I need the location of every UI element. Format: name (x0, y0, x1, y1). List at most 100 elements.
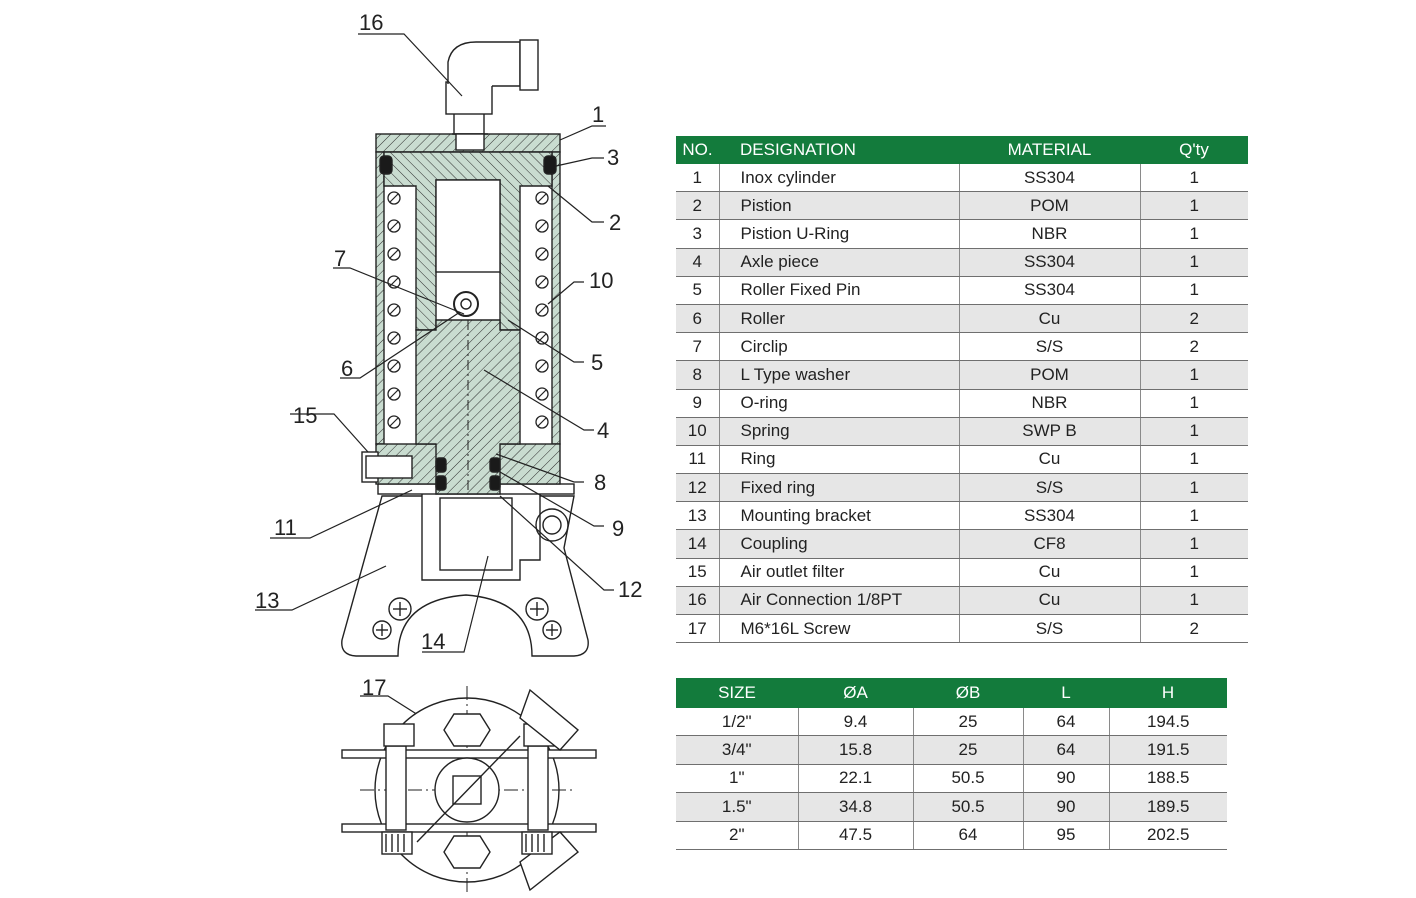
part-no: 7 (676, 332, 719, 362)
part-no: 5 (676, 276, 719, 305)
hex-nut-bottom (443, 835, 491, 869)
part-material: Cu (958, 558, 1140, 587)
part-qty: 1 (1139, 164, 1248, 193)
part-qty: 1 (1139, 586, 1248, 616)
part-qty: 1 (1139, 360, 1248, 390)
part-no: 1 (676, 164, 719, 193)
part-material: POM (958, 360, 1140, 390)
size-cell-dia-b: 50.5 (912, 792, 1023, 822)
part-designation: L Type washer (718, 360, 959, 390)
part-no: 9 (676, 389, 719, 418)
part-qty: 2 (1139, 332, 1248, 362)
size-cell-l: 90 (1022, 792, 1109, 822)
part-qty: 1 (1139, 445, 1248, 475)
u-ring-left (379, 155, 393, 175)
size-cell-size: 2" (676, 821, 798, 850)
part-no: 17 (676, 614, 719, 644)
part-material: SS304 (958, 501, 1140, 531)
part-no: 3 (676, 219, 719, 249)
header-material: MATERIAL (959, 136, 1140, 164)
callout-17: 17 (362, 675, 386, 700)
size-cell-h: 191.5 (1108, 735, 1227, 765)
part-qty: 1 (1139, 276, 1248, 305)
clamp-bar-bottom (341, 823, 597, 833)
part-no: 13 (676, 501, 719, 531)
part-material: NBR (958, 219, 1140, 249)
header-qty: Q'ty (1140, 136, 1248, 164)
part-material: SWP B (958, 417, 1140, 446)
part-designation: Circlip (718, 332, 959, 362)
size-cell-dia-b: 64 (912, 821, 1023, 850)
callout-1: 1 (592, 102, 604, 127)
part-designation: Mounting bracket (718, 501, 959, 531)
coupling-port (535, 508, 569, 542)
header-no: NO. (676, 136, 719, 164)
header-dia-a: ØA (798, 678, 913, 708)
header-size: SIZE (676, 678, 798, 708)
size-cell-dia-a: 22.1 (797, 764, 913, 794)
air-connection-fitting (453, 111, 485, 135)
size-cell-size: 1" (676, 764, 798, 794)
size-cell-size: 1/2" (676, 708, 798, 737)
assembly-drawing: 16 1 3 2 7 10 5 6 15 4 8 9 11 12 13 14 1… (255, 10, 642, 892)
part-designation: Ring (718, 445, 959, 475)
part-material: SS304 (958, 276, 1140, 305)
part-no: 15 (676, 558, 719, 587)
size-cell-l: 90 (1022, 764, 1109, 794)
callout-8: 8 (594, 470, 606, 495)
part-no: 2 (676, 191, 719, 221)
part-designation: M6*16L Screw (718, 614, 959, 644)
callout-3: 3 (607, 145, 619, 170)
size-cell-dia-a: 47.5 (797, 821, 913, 850)
header-designation: DESIGNATION (719, 136, 959, 164)
bracket-bolt-right (525, 597, 562, 640)
part-designation: O-ring (718, 389, 959, 418)
callout-7: 7 (334, 246, 346, 271)
size-cell-size: 1.5" (676, 792, 798, 822)
callout-2: 2 (609, 210, 621, 235)
part-qty: 1 (1139, 529, 1248, 559)
size-cell-dia-b: 25 (912, 708, 1023, 737)
part-qty: 1 (1139, 417, 1248, 446)
bolt-head-bottom-left (381, 831, 413, 855)
size-cell-dia-a: 9.4 (797, 708, 913, 737)
header-l: L (1023, 678, 1109, 708)
part-designation: Air Connection 1/8PT (718, 586, 959, 616)
size-cell-dia-a: 15.8 (797, 735, 913, 765)
clamp-bar-top (341, 749, 597, 759)
callout-6: 6 (341, 356, 353, 381)
size-cell-h: 194.5 (1108, 708, 1227, 737)
parts-table-header: NO. DESIGNATION MATERIAL Q'ty (676, 136, 1248, 164)
callout-9: 9 (612, 516, 624, 541)
part-qty: 1 (1139, 558, 1248, 587)
part-no: 10 (676, 417, 719, 446)
callout-5: 5 (591, 350, 603, 375)
part-designation: Spring (718, 417, 959, 446)
callout-15: 15 (293, 403, 317, 428)
part-designation: Fixed ring (718, 473, 959, 503)
part-material: Cu (958, 445, 1140, 475)
size-cell-dia-b: 25 (912, 735, 1023, 765)
callout-16: 16 (359, 10, 383, 35)
part-material: Cu (958, 304, 1140, 334)
size-cell-h: 202.5 (1108, 821, 1227, 850)
part-no: 6 (676, 304, 719, 334)
callout-10: 10 (589, 268, 613, 293)
top-view (341, 686, 597, 892)
part-qty: 1 (1139, 219, 1248, 249)
size-cell-dia-b: 50.5 (912, 764, 1023, 794)
part-designation: Air outlet filter (718, 558, 959, 587)
